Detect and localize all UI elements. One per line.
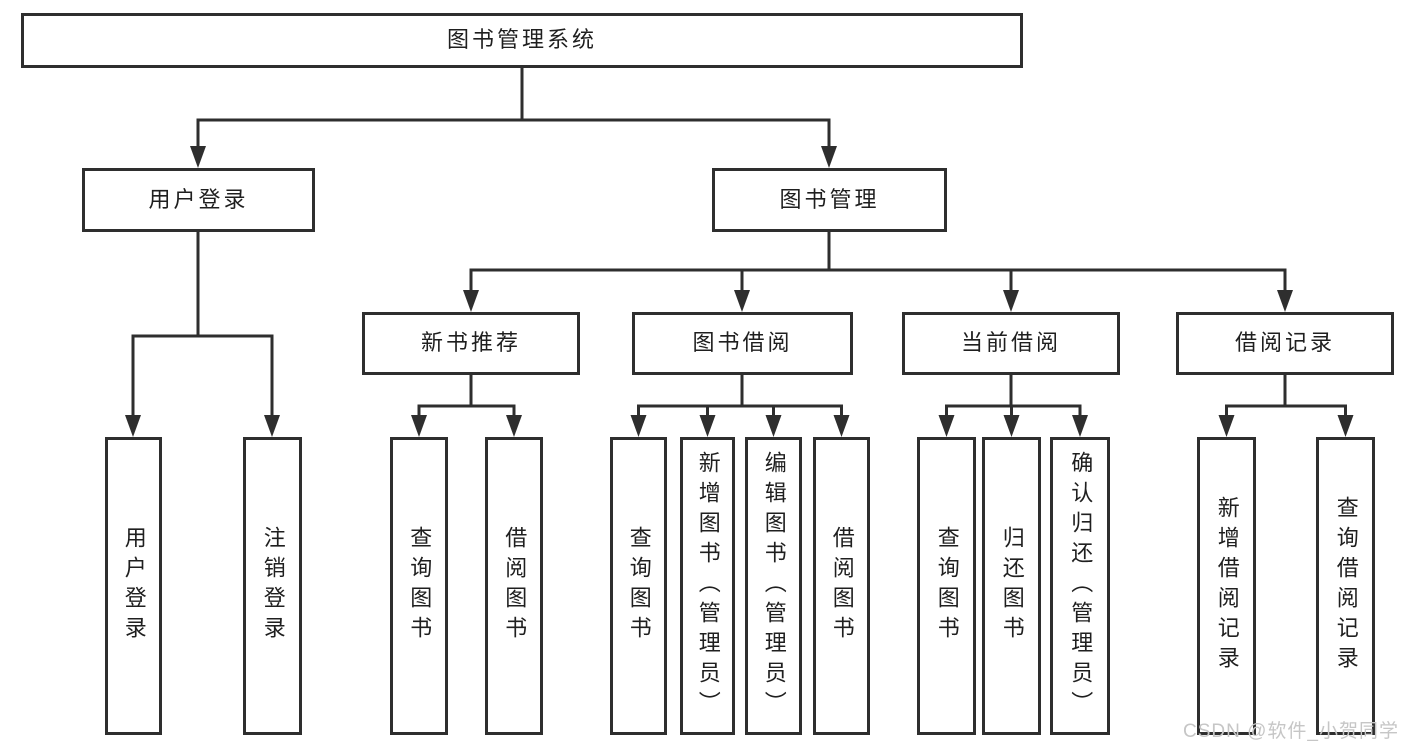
node-label: 借阅图书 bbox=[829, 526, 855, 646]
node-label: 借阅图书 bbox=[502, 526, 528, 646]
leaf-query-borrow-record: 查询借阅记录 bbox=[1316, 437, 1375, 735]
leaf-query-books-3: 查询图书 bbox=[917, 437, 976, 735]
arrowhead-icon bbox=[411, 415, 427, 437]
arrowhead-icon bbox=[1337, 415, 1354, 437]
leaf-logout: 注销登录 bbox=[243, 437, 302, 735]
arrowhead-icon bbox=[463, 290, 479, 312]
node-book-management: 图书管理 bbox=[712, 168, 947, 232]
node-label: 查询图书 bbox=[407, 526, 433, 646]
node-label: 用户登录 bbox=[148, 186, 249, 212]
node-label: 图书管理 bbox=[779, 186, 880, 212]
node-label: 新书推荐 bbox=[420, 330, 521, 356]
node-label: 当前借阅 bbox=[960, 330, 1061, 356]
arrowhead-icon bbox=[1277, 290, 1293, 312]
arrowhead-icon bbox=[264, 415, 280, 437]
node-current-borrowing: 当前借阅 bbox=[902, 312, 1120, 375]
csdn-watermark: CSDN @软件_小贺同学 bbox=[1183, 721, 1399, 742]
node-label: 新增图书（管理员） bbox=[695, 451, 721, 721]
node-label: 归还图书 bbox=[999, 526, 1025, 646]
leaf-edit-book-admin: 编辑图书（管理员） bbox=[745, 437, 802, 735]
arrowhead-icon bbox=[765, 415, 782, 437]
leaf-borrow-books-1: 借阅图书 bbox=[485, 437, 543, 735]
arrowhead-icon bbox=[1218, 415, 1235, 437]
arrowhead-icon bbox=[125, 415, 141, 437]
arrowhead-icon bbox=[821, 146, 837, 168]
arrowhead-icon bbox=[1003, 415, 1020, 437]
node-label: 查询图书 bbox=[626, 526, 652, 646]
node-label: 查询图书 bbox=[934, 526, 960, 646]
leaf-query-books-2: 查询图书 bbox=[610, 437, 667, 735]
node-book-borrowing: 图书借阅 bbox=[632, 312, 853, 375]
node-label: 图书借阅 bbox=[692, 330, 793, 356]
leaf-user-login: 用户登录 bbox=[105, 437, 162, 735]
arrowhead-icon bbox=[1003, 290, 1019, 312]
node-label: 确认归还（管理员） bbox=[1068, 451, 1094, 721]
node-label: 查询借阅记录 bbox=[1333, 496, 1359, 676]
node-label: 图书管理系统 bbox=[446, 27, 597, 53]
node-label: 借阅记录 bbox=[1234, 330, 1335, 356]
leaf-confirm-return-admin: 确认归还（管理员） bbox=[1050, 437, 1110, 735]
node-label: 新增借阅记录 bbox=[1214, 496, 1240, 676]
leaf-add-book-admin: 新增图书（管理员） bbox=[680, 437, 735, 735]
arrowhead-icon bbox=[938, 415, 955, 437]
node-new-book-recommend: 新书推荐 bbox=[362, 312, 580, 375]
leaf-borrow-books-2: 借阅图书 bbox=[813, 437, 870, 735]
leaf-add-borrow-record: 新增借阅记录 bbox=[1197, 437, 1256, 735]
leaf-return-book: 归还图书 bbox=[982, 437, 1041, 735]
node-user-login: 用户登录 bbox=[82, 168, 315, 232]
node-label: 用户登录 bbox=[121, 526, 147, 646]
arrowhead-icon bbox=[1072, 415, 1088, 437]
leaf-query-books-1: 查询图书 bbox=[390, 437, 448, 735]
node-borrowing-records: 借阅记录 bbox=[1176, 312, 1394, 375]
arrowhead-icon bbox=[506, 415, 522, 437]
node-label: 注销登录 bbox=[260, 526, 286, 646]
arrowhead-icon bbox=[630, 415, 647, 437]
arrowhead-icon bbox=[699, 415, 716, 437]
node-label: 编辑图书（管理员） bbox=[761, 451, 787, 721]
arrowhead-icon bbox=[734, 290, 750, 312]
node-library-management-system: 图书管理系统 bbox=[21, 13, 1023, 68]
arrowhead-icon bbox=[190, 146, 206, 168]
arrowhead-icon bbox=[833, 415, 850, 437]
